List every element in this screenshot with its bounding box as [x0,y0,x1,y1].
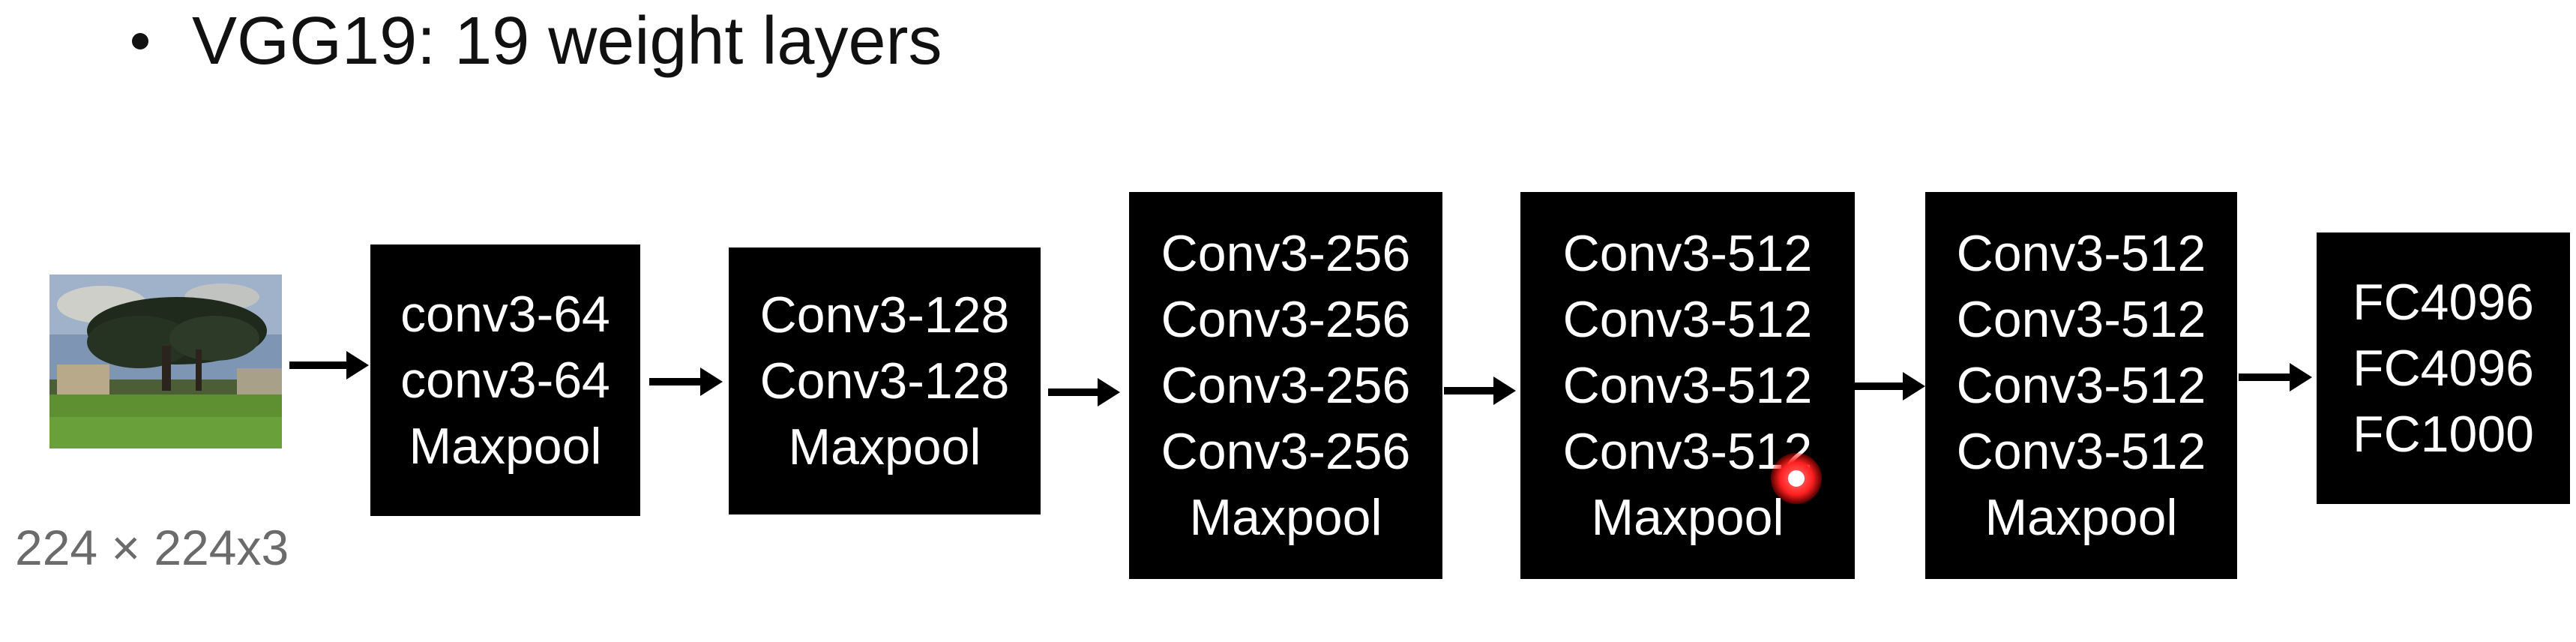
layer-label: Maxpool [1189,489,1382,546]
layer-label: Conv3-256 [1161,225,1411,282]
layer-label: Conv3-512 [1956,291,2206,348]
layer-label: Conv3-256 [1161,357,1411,414]
layer-label: FC4096 [2353,274,2534,331]
bullet-icon [132,33,148,50]
layer-label: Conv3-512 [1956,423,2206,480]
layer-block-2: Conv3-128 Conv3-128 Maxpool [729,248,1041,514]
layer-block-4: Conv3-512 Conv3-512 Conv3-512 Conv3-512 … [1520,192,1855,579]
layer-block-3: Conv3-256 Conv3-256 Conv3-256 Conv3-256 … [1129,192,1442,579]
layer-label: FC4096 [2353,340,2534,397]
layer-label: Conv3-512 [1956,225,2206,282]
arrow-icon [1048,378,1120,406]
layer-label: Maxpool [1591,489,1784,546]
layer-label: Maxpool [1984,489,2178,546]
layer-label: Conv3-128 [759,286,1010,344]
layer-label: Conv3-512 [1956,357,2206,414]
layer-block-6: FC4096 FC4096 FC1000 [2317,232,2570,504]
layer-label: conv3-64 [400,352,610,409]
arrow-icon [1838,372,1925,400]
layer-label: Conv3-256 [1161,423,1411,480]
layer-label: Conv3-512 [1562,423,1813,480]
layer-block-1: conv3-64 conv3-64 Maxpool [370,244,640,516]
title-line: VGG19: 19 weight layers [132,0,942,82]
layer-label: Conv3-512 [1562,225,1813,282]
arrow-icon [2239,363,2312,392]
page-title: VGG19: 19 weight layers [192,3,942,79]
pointer-cursor-icon [1771,453,1822,504]
arrow-icon [649,368,723,396]
layer-label: Conv3-256 [1161,291,1411,348]
layer-label: Maxpool [409,418,602,475]
layer-label: FC1000 [2353,406,2534,463]
input-size-caption: 224 × 224x3 [15,520,289,575]
layer-block-5: Conv3-512 Conv3-512 Conv3-512 Conv3-512 … [1925,192,2237,579]
layer-label: Maxpool [788,418,981,476]
layer-label: Conv3-128 [759,352,1010,410]
arrow-icon [1444,376,1516,405]
arrow-icon [289,351,369,380]
layer-label: Conv3-512 [1562,291,1813,348]
layer-label: conv3-64 [400,286,610,343]
input-image [49,274,282,448]
layer-label: Conv3-512 [1562,357,1813,414]
